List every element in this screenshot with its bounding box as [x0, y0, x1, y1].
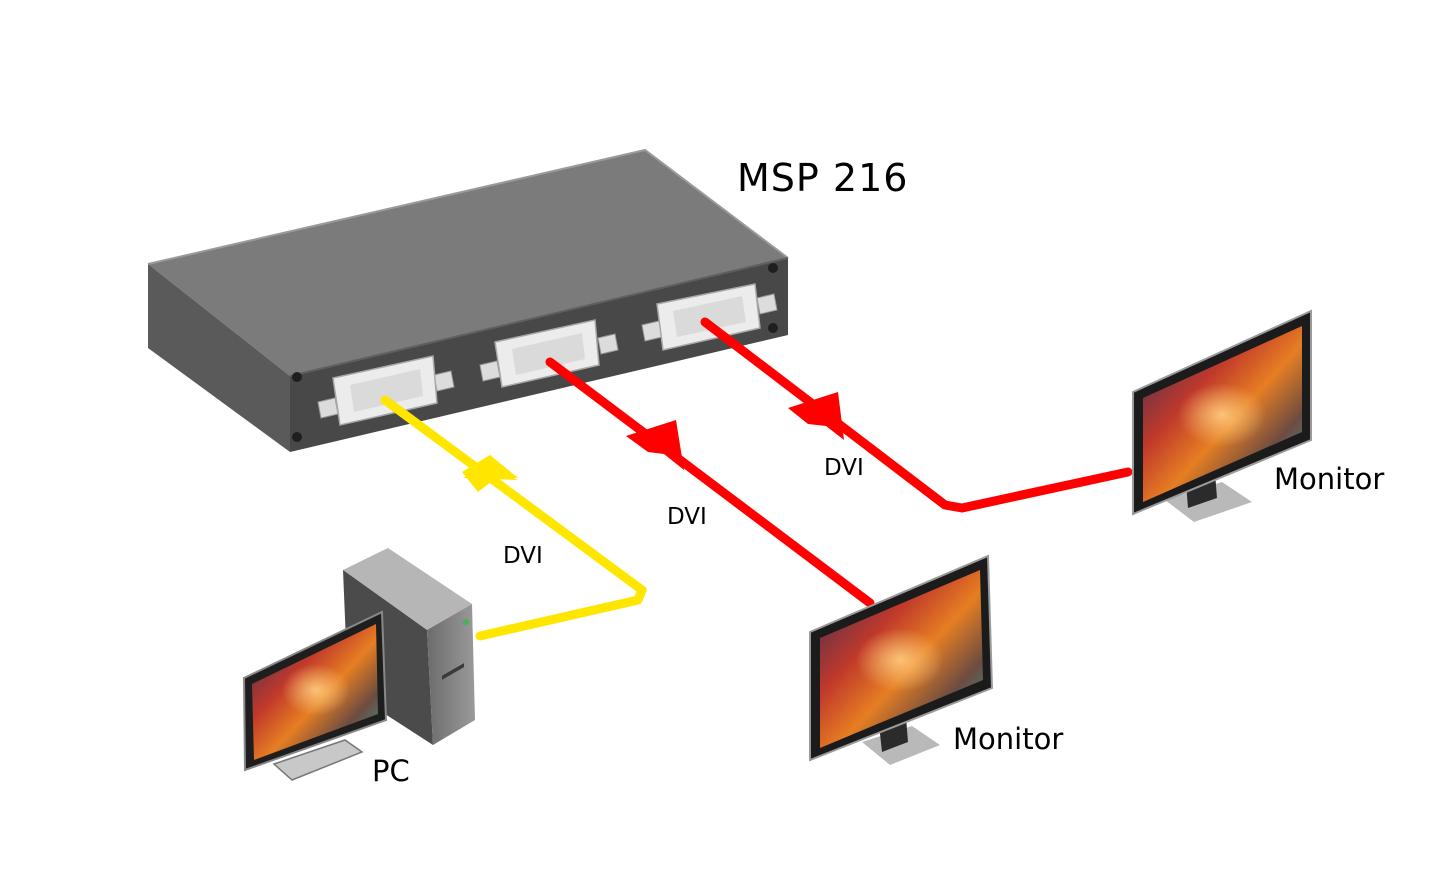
arrow-icon — [626, 420, 684, 470]
device-title: MSP 216 — [737, 156, 909, 200]
monitor-right-icon — [1132, 309, 1312, 522]
switch-box — [147, 148, 789, 452]
monitor-mid-icon — [809, 554, 994, 765]
monitor-mid-label: Monitor — [953, 722, 1064, 756]
arrow-icon — [462, 455, 518, 492]
screw-icon — [768, 263, 778, 273]
cable-output-mid — [545, 357, 875, 608]
dvi-port-output-1 — [479, 319, 619, 388]
screw-icon — [292, 372, 302, 382]
cable-right-label: DVI — [824, 455, 864, 481]
dvi-port-input — [317, 355, 455, 426]
cable-output-right — [700, 317, 1133, 513]
switch-box-left — [148, 264, 290, 452]
pc-icon — [242, 548, 475, 781]
pc-tower-top — [343, 548, 472, 630]
screw-icon — [292, 432, 302, 442]
cable-mid-label: DVI — [667, 504, 707, 530]
pc-label: PC — [372, 754, 410, 788]
switch-box-top — [148, 150, 788, 376]
cable-pc-label: DVI — [503, 543, 543, 569]
keyboard-icon — [272, 739, 364, 781]
arrow-icon — [788, 392, 844, 440]
dvi-port-output-2 — [641, 283, 778, 351]
monitor-right-label: Monitor — [1274, 462, 1385, 496]
cable-input-pc — [380, 395, 647, 641]
screw-icon — [768, 323, 778, 333]
